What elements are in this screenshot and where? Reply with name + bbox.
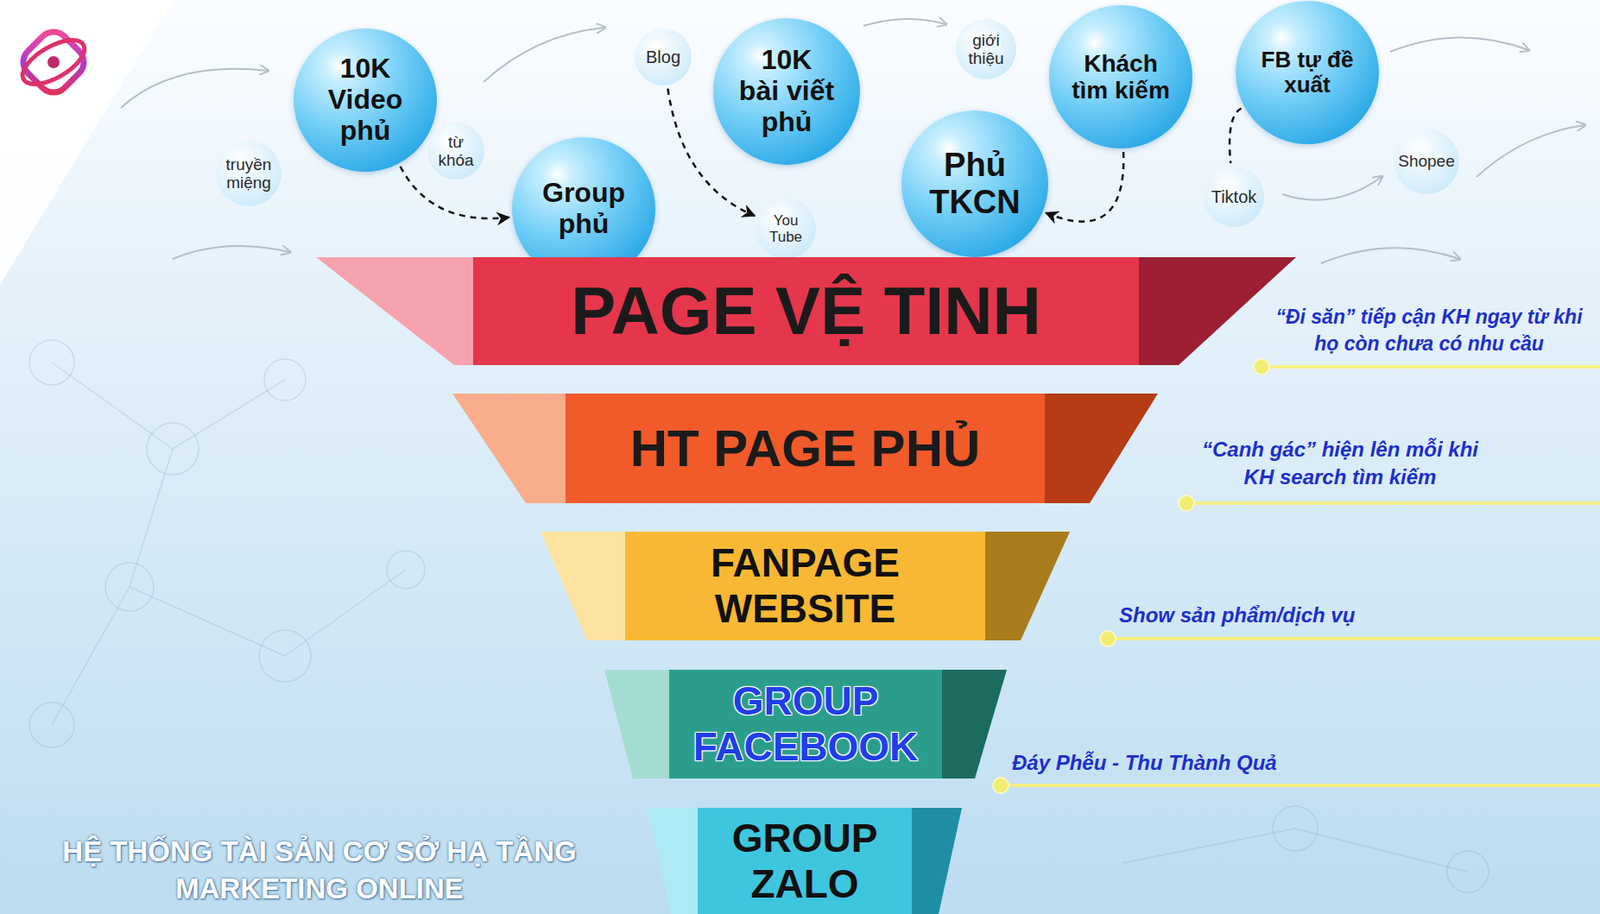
bubble-text: 10K Video phủ <box>313 53 418 146</box>
callout-note: Đáy Phễu - Thu Thành Quả <box>1011 749 1341 778</box>
leader-dot <box>1253 359 1270 375</box>
small-bubble-text: Blog <box>637 47 690 67</box>
leader-line <box>1261 365 1600 369</box>
network-line <box>284 569 406 657</box>
diagram-title: HỆ THỐNG TÀI SẢN CƠ SỞ HẠ TẦNG MARKETING… <box>21 834 618 909</box>
logo-orbit <box>15 31 91 93</box>
band-label: HT PAGE PHỦ <box>563 418 1048 479</box>
bubble-text: 10K bài viết phủ <box>738 44 835 138</box>
band-label: GROUP FACEBOOK <box>676 678 936 771</box>
small-bubble: You Tube <box>755 198 816 260</box>
small-bubble-text: Tiktok <box>1205 187 1263 207</box>
network-line <box>172 379 285 450</box>
network-line <box>1122 828 1296 864</box>
leader-dot <box>1178 495 1195 512</box>
callout-note: “Đi săn” tiếp cận KH ngay từ khi họ còn … <box>1269 303 1589 358</box>
bubble-node: Khách tìm kiếm <box>1049 5 1193 149</box>
small-bubble: truyền miệng <box>215 140 282 207</box>
small-bubble-text: You Tube <box>764 212 808 246</box>
person-icon <box>29 702 75 748</box>
bubble-node: FB tự đề xuất <box>1235 0 1379 145</box>
network-line <box>1295 828 1468 873</box>
dashed-connector <box>1045 151 1124 222</box>
band-label: FANPAGE WEBSITE <box>693 540 918 633</box>
sketch-arrow <box>172 246 290 260</box>
dashed-connector <box>1229 107 1241 164</box>
band-label: PAGE VỆ TINH <box>504 272 1109 351</box>
band-trapezoid <box>452 393 1158 504</box>
band-trapezoid <box>647 808 962 914</box>
person-icon <box>1272 806 1318 852</box>
sketch-arrow <box>863 18 946 26</box>
small-bubble-text: giới thiệu <box>960 31 1012 69</box>
bubble-node: Phủ TKCN <box>901 110 1049 258</box>
bubble-text: Phủ TKCN <box>923 146 1027 221</box>
band-trapezoid <box>316 257 1297 366</box>
band-trapezoid <box>604 670 1007 779</box>
network-line <box>129 449 173 588</box>
small-bubble: từ khóa <box>427 122 485 180</box>
person-icon <box>386 550 425 589</box>
leader-dot <box>1100 631 1116 647</box>
small-bubble: Blog <box>634 28 692 86</box>
bubble-text: FB tự đề xuất <box>1252 47 1363 98</box>
sketch-arrow <box>1476 125 1585 178</box>
bubble-node: 10K bài viết phủ <box>713 18 861 165</box>
leader-line <box>1107 637 1600 641</box>
callout-note: “Canh gác” hiện lên mỗi khi KH search tì… <box>1193 436 1487 493</box>
logo <box>15 25 91 100</box>
funnel-band: FANPAGE WEBSITE <box>540 531 1070 641</box>
small-bubble: Tiktok <box>1203 166 1265 228</box>
sketch-arrow <box>483 27 605 83</box>
sketch-arrow <box>1390 37 1529 52</box>
person-icon <box>146 423 199 475</box>
person-icon <box>29 340 75 386</box>
band-label: GROUP ZALO <box>718 815 892 908</box>
sketch-arrow <box>1321 247 1460 264</box>
funnel-band: GROUP ZALO <box>647 808 962 914</box>
logo-dot <box>47 56 60 69</box>
bubble-node: 10K Video phủ <box>293 28 437 172</box>
leader-dot <box>992 777 1009 794</box>
funnel-band: HT PAGE PHỦ <box>452 393 1158 504</box>
sketch-arrow <box>120 69 268 108</box>
small-bubble-text: truyền miệng <box>218 155 279 193</box>
funnel-band: PAGE VỆ TINH <box>316 257 1297 366</box>
small-bubble: giới thiệu <box>955 18 1017 80</box>
sketch-arrow <box>1282 177 1382 201</box>
funnel-band: GROUP FACEBOOK <box>604 670 1007 779</box>
light-wedge <box>0 0 173 285</box>
small-bubble: Shopee <box>1393 128 1460 195</box>
small-bubble-text: từ khóa <box>434 132 478 171</box>
callout-note: Show sản phẩm/dịch vụ <box>1119 601 1413 630</box>
person-icon <box>259 630 311 683</box>
band-trapezoid <box>540 531 1070 641</box>
leader-line <box>1186 501 1600 506</box>
person-icon <box>1447 851 1489 893</box>
bubble-text: Group phủ <box>536 177 632 241</box>
person-icon <box>264 359 306 401</box>
person-icon <box>105 562 154 612</box>
bubble-text: Khách tìm kiếm <box>1064 50 1177 105</box>
small-bubble-text: Shopee <box>1395 151 1458 171</box>
leader-line <box>1000 784 1600 788</box>
